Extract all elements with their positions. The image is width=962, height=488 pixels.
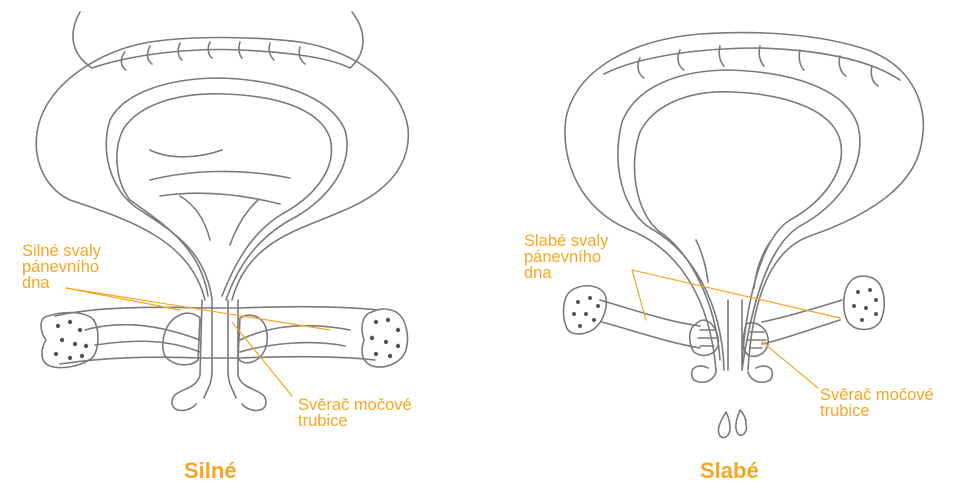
strong-pelvic-muscle-label: Silné svaly pánevního dna xyxy=(22,243,101,291)
weak-muscle-label-line2: pánevního xyxy=(524,249,608,265)
strong-sphincter-label: Svěrač močové trubice xyxy=(298,397,412,429)
strong-bone-texture xyxy=(54,318,400,360)
weak-muscle-label-line1: Slabé svaly xyxy=(524,233,608,249)
strong-bladder-rim xyxy=(92,50,350,68)
strong-bladder-diagram xyxy=(36,12,408,411)
weak-sphincter-label: Svěrač močové trubice xyxy=(820,387,934,419)
strong-bone-right xyxy=(362,309,407,367)
weak-bladder-outer xyxy=(565,33,923,370)
weak-caption: Slabé xyxy=(700,458,759,484)
weak-bone-left xyxy=(564,286,607,334)
weak-sphincter-label-line1: Svěrač močové xyxy=(820,387,934,403)
weak-pelvic-muscle-right xyxy=(762,300,842,344)
strong-bladder-strap-left xyxy=(73,12,92,68)
strong-urethra xyxy=(200,300,238,375)
weak-sphincter-label-line2: trubice xyxy=(820,403,934,419)
strong-sphincter-label-line1: Svěrač močové xyxy=(298,397,412,413)
strong-sphincter-label-line2: trubice xyxy=(298,413,412,429)
weak-pelvic-muscle-label: Slabé svaly pánevního dna xyxy=(524,233,608,281)
strong-muscle-label-line2: pánevního xyxy=(22,259,101,275)
strong-muscle-label-line3: dna xyxy=(22,275,101,291)
urine-drop-right xyxy=(736,410,747,435)
weak-muscle-label-line3: dna xyxy=(524,265,608,281)
weak-pelvic-muscle-left xyxy=(600,300,700,348)
urine-drop-left xyxy=(718,412,730,438)
weak-bladder-diagram xyxy=(564,33,924,438)
weak-bone-right xyxy=(844,276,885,330)
strong-muscle-label-line1: Silné svaly xyxy=(22,243,101,259)
weak-leader-lines xyxy=(632,270,840,388)
strong-caption: Silné xyxy=(184,458,237,484)
